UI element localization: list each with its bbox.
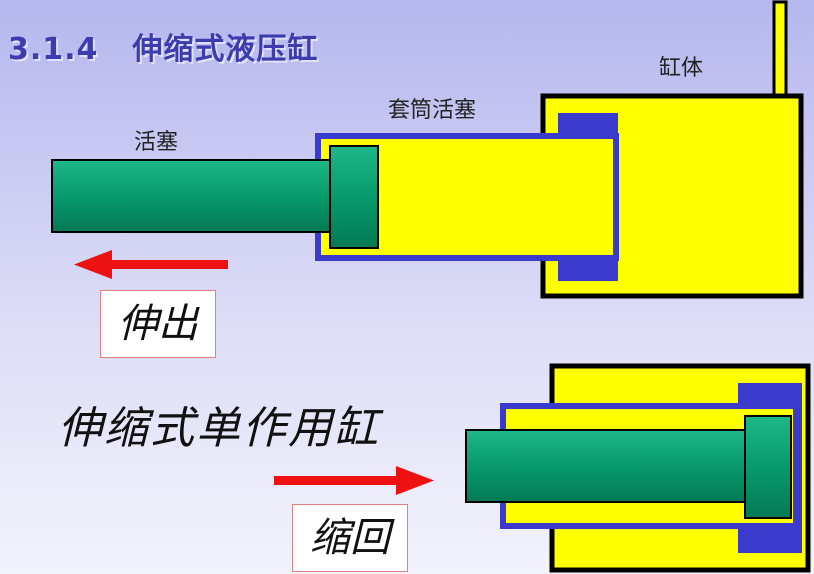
title-text: 伸缩式液压缸: [132, 32, 319, 67]
retract-label: 缩回: [292, 504, 408, 572]
slide-title: 3.1.4 伸缩式液压缸: [8, 24, 318, 68]
label-sleeve-piston: 套筒活塞: [388, 98, 477, 123]
piston-rod: [51, 159, 343, 233]
label-cylinder-body: 缸体: [659, 56, 704, 81]
label-piston: 活塞: [134, 130, 179, 155]
extend-label: 伸出: [100, 290, 216, 358]
piston-head: [329, 145, 379, 249]
piston-head-2: [744, 415, 792, 519]
section-number: 3.1.4: [8, 32, 99, 67]
cylinder-retracted: [274, 363, 811, 573]
cylinder-extended: [51, 0, 804, 299]
vent-pipe: [772, 0, 788, 98]
caption-telescopic-single-acting: 伸缩式单作用缸: [58, 403, 380, 454]
piston-rod-2: [465, 429, 759, 503]
arrow-right-icon: [274, 466, 434, 495]
arrow-left-icon: [74, 250, 228, 279]
